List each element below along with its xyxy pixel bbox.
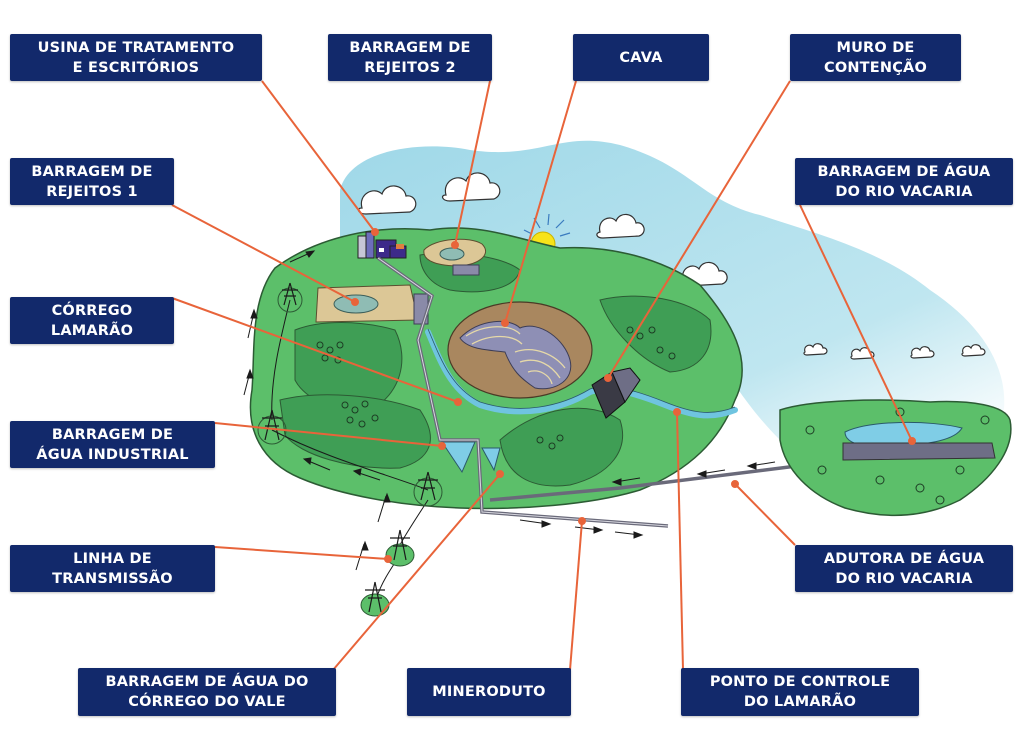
forest-hills: [279, 252, 712, 487]
label-barragem-rio-vacaria: BARRAGEM DE ÁGUA DO RIO VACARIA: [795, 158, 1013, 205]
industrial-water-dam: [441, 441, 476, 474]
transmission-line: [257, 282, 443, 617]
label-barragem-rejeitos-1: BARRAGEM DE REJEITOS 1: [10, 158, 174, 205]
leader-muro: [607, 80, 791, 379]
label-barragem-agua-industrial: BARRAGEM DE ÁGUA INDUSTRIAL: [10, 421, 215, 468]
label-line: BARRAGEM DE ÁGUA DO: [105, 674, 309, 690]
label-line: MINERODUTO: [432, 684, 546, 700]
label-barragem-corrego-vale: BARRAGEM DE ÁGUA DO CÓRREGO DO VALE: [78, 668, 336, 716]
label-line: BARRAGEM DE ÁGUA: [817, 163, 991, 180]
trees: [316, 326, 676, 450]
label-mineroduto: MINERODUTO: [407, 668, 571, 716]
leader-mineroduto: [569, 520, 583, 671]
label-line: USINA DE TRATAMENTO: [37, 39, 235, 56]
label-line: LINHA DE: [73, 550, 152, 567]
label-adutora-rio-vacaria: ADUTORA DE ÁGUA DO RIO VACARIA: [795, 545, 1013, 592]
leader-linha: [214, 546, 389, 560]
label-corrego-lamarao: CÓRREGO LAMARÃO: [10, 297, 174, 344]
tailings-dam-2: [423, 238, 487, 276]
cloud-icon: [961, 344, 986, 357]
label-ponto-controle-lamarao: PONTO DE CONTROLE DO LAMARÃO: [681, 668, 919, 716]
leader-rio-vacaria: [799, 204, 913, 442]
label-line: PONTO DE CONTROLE: [709, 674, 891, 690]
label-line: ADUTORA DE ÁGUA: [823, 550, 985, 567]
cloud-icon: [803, 343, 828, 356]
label-line: CAVA: [619, 49, 663, 66]
label-line: LAMARÃO: [50, 322, 134, 339]
river-corrego-lamarao: [425, 329, 738, 419]
cloud-icon: [596, 213, 645, 239]
label-cava: CAVA: [573, 34, 709, 81]
label-line: TRANSMISSÃO: [52, 570, 173, 587]
label-line: E ESCRITÓRIOS: [72, 59, 200, 76]
label-line: DO LAMARÃO: [743, 694, 857, 710]
label-line: MURO DE: [836, 39, 915, 56]
corrego-do-vale-water-dam: [481, 447, 501, 472]
label-line: CÓRREGO DO VALE: [128, 694, 286, 710]
processing-plant-icon: [357, 231, 407, 259]
label-usina-tratamento: USINA DE TRATAMENTO E ESCRITÓRIOS: [10, 34, 262, 81]
label-line: CONTENÇÃO: [823, 59, 928, 76]
leader-ponto-controle: [676, 411, 684, 671]
label-line: REJEITOS 1: [46, 183, 138, 200]
leader-lines: [171, 80, 916, 671]
leader-cava: [504, 80, 577, 324]
label-line: CÓRREGO: [51, 302, 133, 319]
label-line: ÁGUA INDUSTRIAL: [36, 446, 189, 463]
power-tower-icon: [262, 282, 438, 613]
leader-corrego-vale: [332, 473, 501, 671]
leader-adutora: [734, 483, 796, 546]
cloud-icon: [910, 346, 935, 359]
label-linha-transmissao: LINHA DE TRANSMISSÃO: [10, 545, 215, 592]
open-pit-mine: [447, 301, 593, 399]
label-line: DO RIO VACARIA: [835, 570, 973, 587]
leader-usina: [261, 80, 376, 233]
label-line: BARRAGEM DE: [349, 39, 471, 56]
leader-rejeitos1: [171, 204, 356, 303]
label-line: DO RIO VACARIA: [835, 183, 973, 200]
leader-rejeitos2: [454, 80, 491, 246]
flow-arrows: [243, 250, 776, 571]
cloud-icon: [441, 172, 501, 202]
adutora-pipeline: [489, 458, 846, 502]
label-line: BARRAGEM DE: [51, 426, 174, 443]
label-line: BARRAGEM DE: [31, 163, 153, 180]
label-line: REJEITOS 2: [364, 59, 456, 76]
label-barragem-rejeitos-2: BARRAGEM DE REJEITOS 2: [328, 34, 492, 81]
rio-vacaria-island: [779, 399, 1012, 517]
leader-corrego: [171, 297, 459, 403]
label-muro-contencao: MURO DE CONTENÇÃO: [790, 34, 961, 81]
leader-agua-industrial: [214, 422, 443, 447]
